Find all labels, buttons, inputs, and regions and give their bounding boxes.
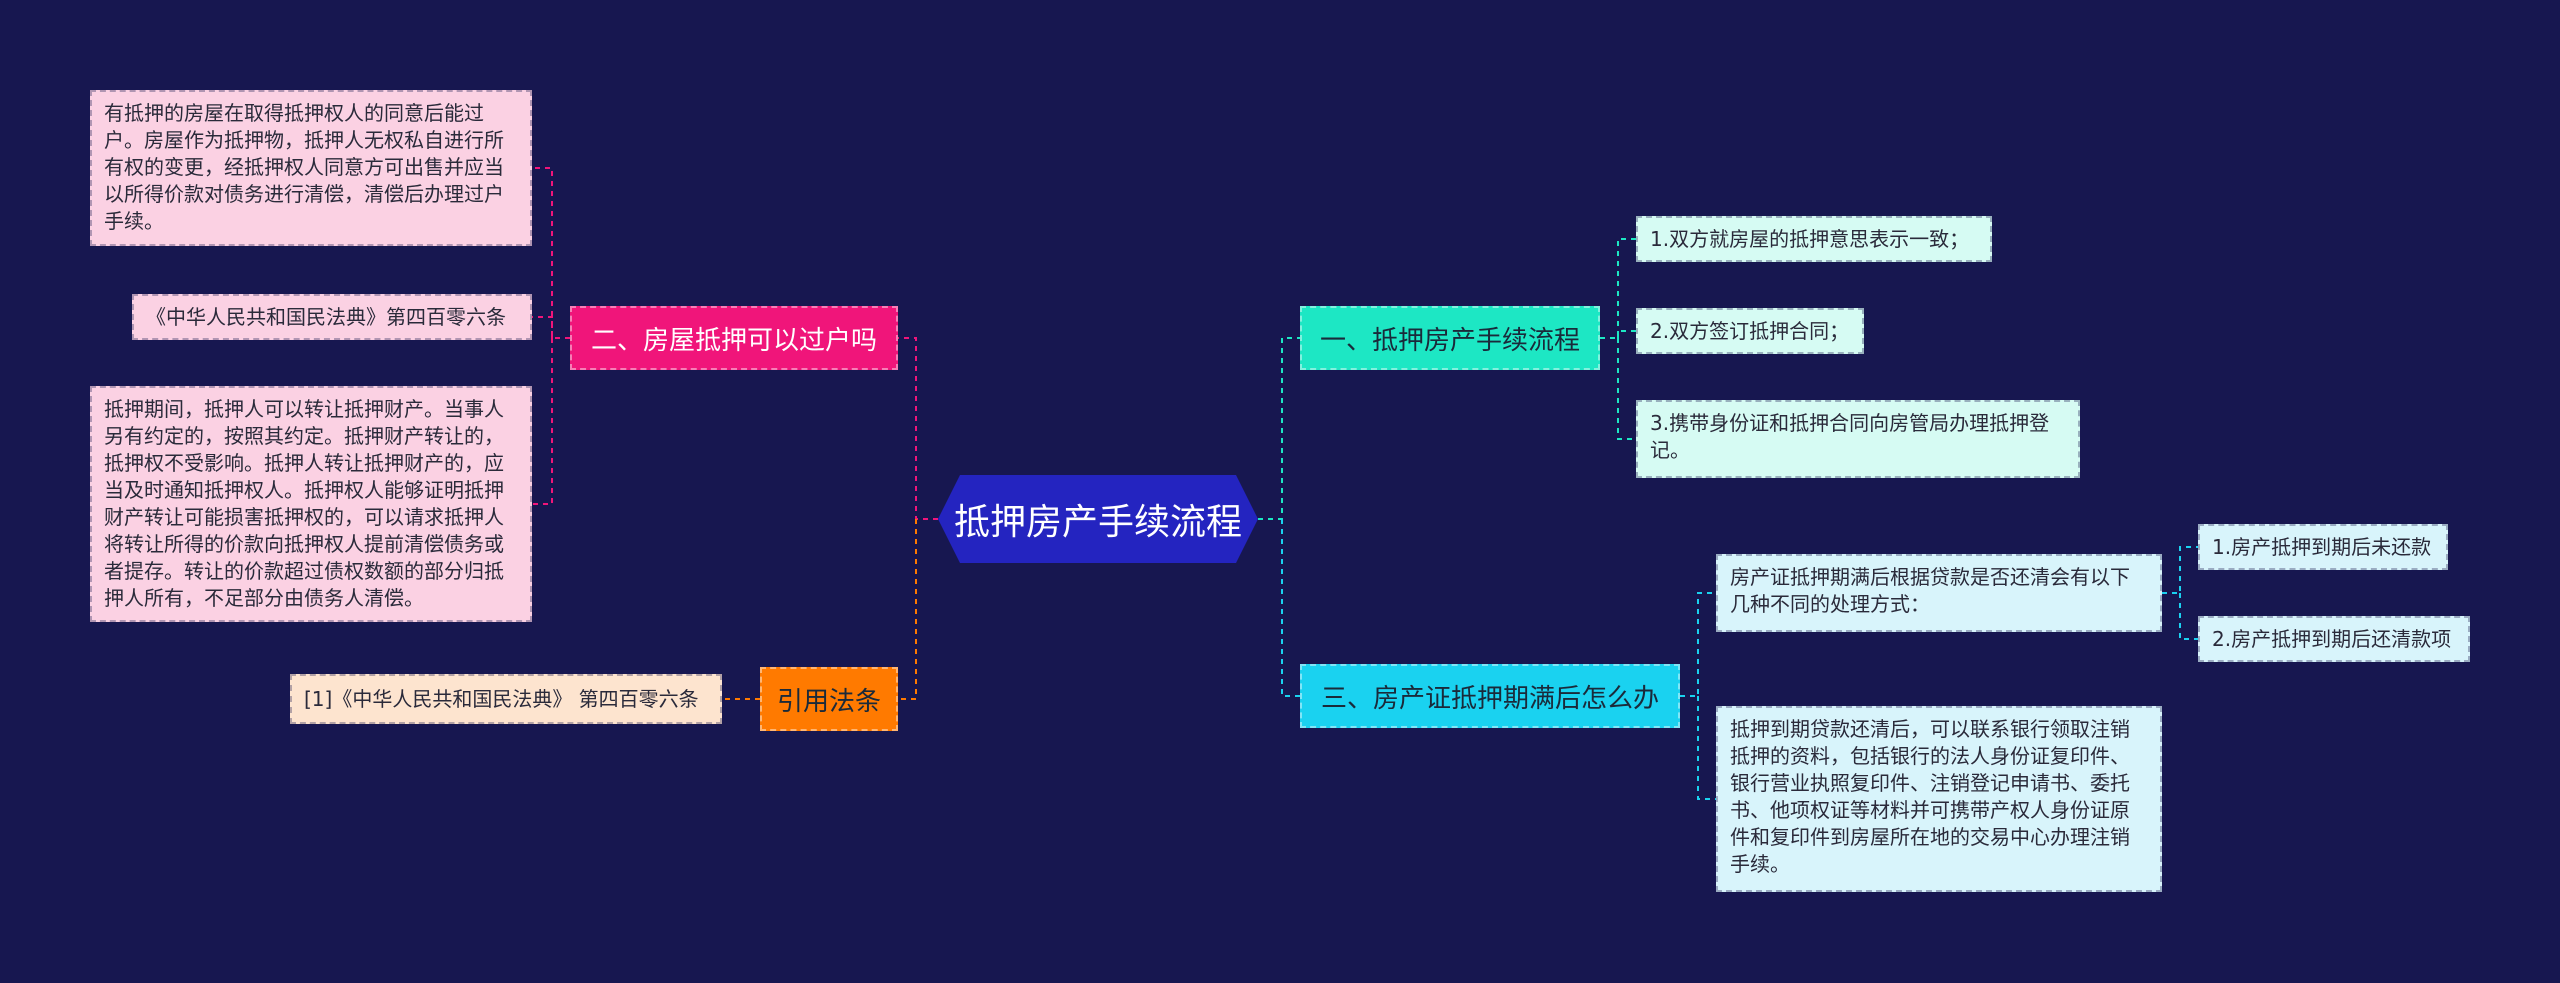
branch-transfer-question[interactable]: 二、房屋抵押可以过户吗	[570, 306, 898, 370]
leaf-expiry-repaid-procedure[interactable]: 抵押到期贷款还清后，可以联系银行领取注销抵押的资料，包括银行的法人身份证复印件、…	[1716, 706, 2162, 892]
connector-b1-step1	[1600, 238, 1636, 339]
connector-b2-answer	[532, 167, 570, 339]
connector-b3-procedure	[1697, 696, 1716, 800]
leaf-expiry-unpaid[interactable]: 1.房产抵押到期后未还款	[2198, 524, 2448, 570]
connector-b3-options	[1680, 592, 1716, 697]
connector-b2-article	[532, 316, 553, 338]
center-topic[interactable]: 抵押房产手续流程	[938, 475, 1258, 563]
connector-center-b2	[898, 337, 938, 520]
connector-b1-step2	[1617, 330, 1636, 338]
leaf-transfer-answer[interactable]: 有抵押的房屋在取得抵押权人的同意后能过户。房屋作为抵押物，抵押人无权私自进行所有…	[90, 90, 532, 246]
leaf-expiry-options[interactable]: 房产证抵押期满后根据贷款是否还清会有以下几种不同的处理方式：	[1716, 554, 2162, 632]
leaf-civil-code-article[interactable]: 《中华人民共和国民法典》第四百零六条	[132, 294, 532, 340]
branch-mortgage-procedure[interactable]: 一、抵押房产手续流程	[1300, 306, 1600, 370]
leaf-expiry-repaid[interactable]: 2.房产抵押到期后还清款项	[2198, 616, 2470, 662]
leaf-citation-1[interactable]: [1]《中华人民共和国民法典》 第四百零六条	[290, 674, 722, 724]
leaf-civil-code-text[interactable]: 抵押期间，抵押人可以转让抵押财产。当事人另有约定的，按照其约定。抵押财产转让的，…	[90, 386, 532, 622]
leaf-procedure-step-3[interactable]: 3.携带身份证和抵押合同向房管局办理抵押登记。	[1636, 400, 2080, 478]
connector-center-b1	[1258, 337, 1300, 520]
connector-b1-step3	[1617, 338, 1636, 440]
leaf-procedure-step-2[interactable]: 2.双方签订抵押合同；	[1636, 308, 1864, 354]
connector-options-unpaid	[2162, 546, 2198, 594]
leaf-procedure-step-1[interactable]: 1.双方就房屋的抵押意思表示一致；	[1636, 216, 1992, 262]
connector-options-repaid	[2179, 593, 2198, 640]
branch-after-expiry[interactable]: 三、房产证抵押期满后怎么办	[1300, 664, 1680, 728]
branch-citations[interactable]: 引用法条	[760, 667, 898, 731]
connector-center-b4	[898, 519, 917, 700]
connector-center-b3	[1281, 519, 1300, 697]
connector-b2-text	[532, 338, 553, 505]
